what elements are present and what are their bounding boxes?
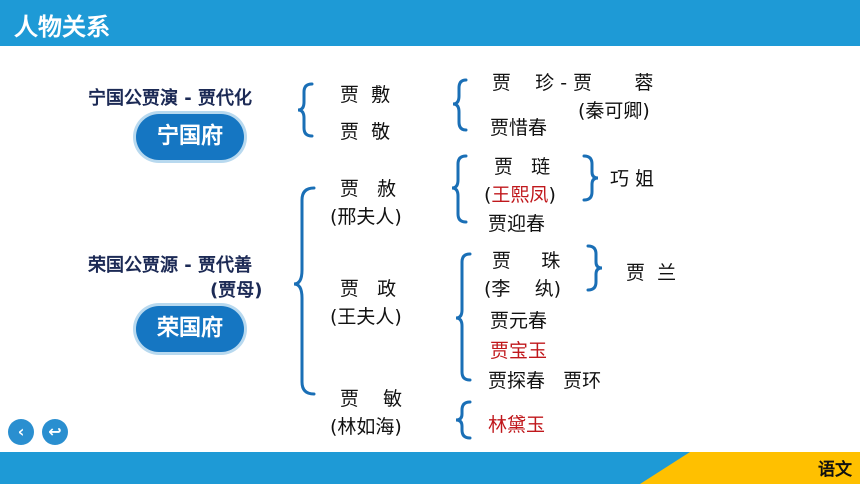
jia-she: 贾 赦 [340, 178, 397, 200]
jia-jing: 贾 敬 [340, 121, 391, 143]
ningguo-root-brace [297, 82, 314, 138]
qiao-jie: 巧 姐 [610, 168, 655, 190]
xing-furen: (邢夫人) [330, 206, 402, 228]
return-icon[interactable]: ↩ [42, 419, 68, 445]
footer-accent-stripe [640, 452, 860, 484]
jia-yingchun: 贾迎春 [488, 213, 546, 235]
footer-bar [0, 452, 860, 484]
ningguo-mansion-badge: 宁国府 [136, 114, 244, 160]
chevron-left-icon[interactable]: ‹ [8, 419, 34, 445]
zhu-children-brace [586, 244, 603, 292]
page-title: 人物关系 [14, 13, 110, 41]
lin-ruhai: (林如海) [330, 416, 402, 438]
jia-fu: 贾 敷 [340, 84, 391, 106]
she-children-brace [451, 154, 468, 224]
li-wan: (李 纨) [484, 278, 561, 300]
title-bar: 人物关系 [0, 0, 860, 46]
min-children-brace [455, 400, 472, 440]
wang-xifeng-wrapper: (王熙凤) [484, 184, 556, 206]
subject-label: 语文 [818, 460, 852, 480]
jia-mu: (贾母) [210, 280, 263, 301]
lian-children-brace [582, 154, 599, 202]
jia-lian: 贾 琏 [494, 156, 551, 178]
jia-xichun: 贾惜春 [490, 117, 548, 139]
rongguo-ancestors: 荣国公贾源 - 贾代善 [88, 255, 253, 276]
lin-daiyu: 林黛玉 [488, 414, 546, 436]
jia-yuanchun: 贾元春 [490, 310, 548, 332]
wang-furen: (王夫人) [330, 306, 402, 328]
rongguo-root-brace [293, 186, 316, 396]
jia-tanchun-jia-huan: 贾探春 贾环 [488, 370, 602, 392]
jia-zhu: 贾 珠 [492, 250, 561, 272]
ningguo-ancestors: 宁国公贾演 - 贾代化 [88, 88, 253, 109]
zheng-children-brace [455, 252, 472, 382]
ningguo-children-brace [452, 78, 468, 132]
jia-zheng: 贾 政 [340, 278, 397, 300]
qin-keqing: (秦可卿) [578, 100, 650, 122]
jia-baoyu: 贾宝玉 [490, 340, 548, 362]
jia-lan: 贾 兰 [626, 262, 677, 284]
jia-min: 贾 敏 [340, 388, 403, 410]
wang-xifeng: 王熙凤 [491, 184, 549, 206]
rongguo-mansion-badge: 荣国府 [136, 306, 244, 352]
jia-zhen-jia-rong: 贾 珍 - 贾 蓉 [492, 72, 654, 94]
